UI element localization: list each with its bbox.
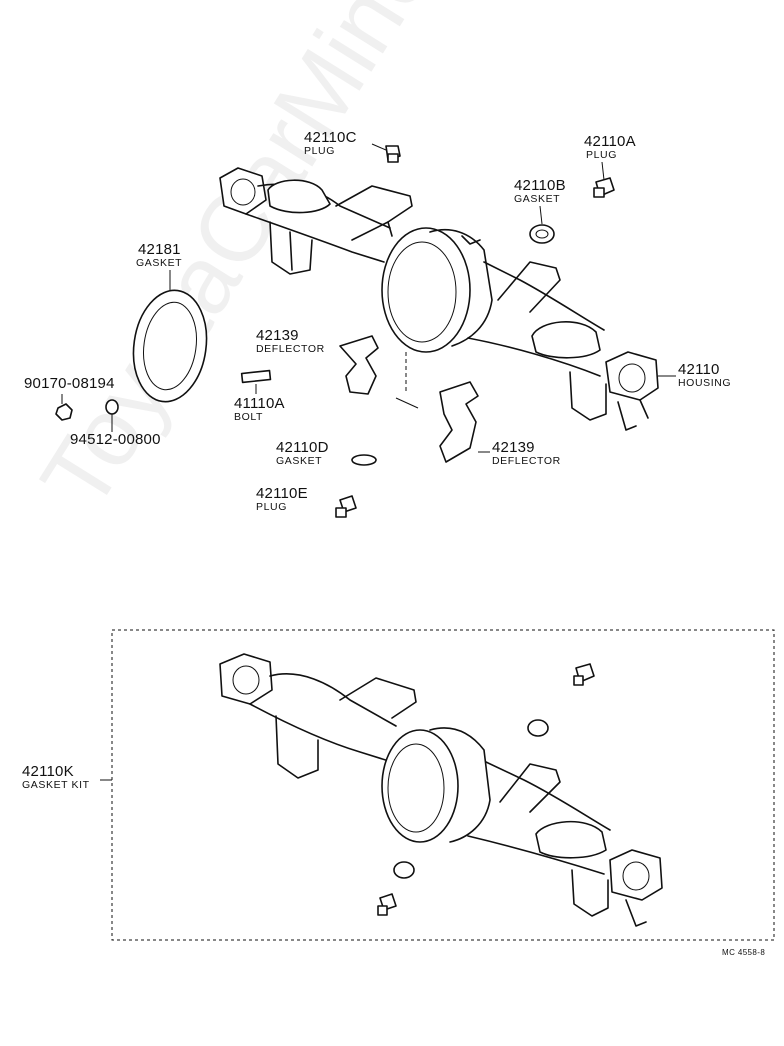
plug-42110A-drawing — [593, 177, 615, 198]
label-41110A-name: BOLT — [234, 411, 264, 423]
label-42110E-number: 42110E — [256, 485, 308, 502]
label-42139a-name: DEFLECTOR — [256, 343, 325, 355]
plug-42110E-drawing — [335, 495, 357, 518]
label-42110K-number: 42110K — [22, 763, 74, 780]
gasket-kit-ring-drawing — [527, 719, 549, 737]
gasket-kit-box — [111, 629, 775, 941]
label-42139a-number: 42139 — [256, 327, 299, 344]
label-42181-number: 42181 — [138, 241, 181, 258]
deflector-42139-upper-drawing — [339, 335, 379, 395]
label-42110C-number: 42110C — [304, 129, 357, 146]
deflector-42139-lower-drawing — [439, 381, 479, 463]
label-90170-number: 90170-08194 — [24, 375, 115, 392]
label-42139b-number: 42139 — [492, 439, 535, 456]
label-42110B-number: 42110B — [514, 177, 566, 194]
diagram-reference-code: MC 4558-8 — [722, 948, 766, 957]
label-41110A-number: 41110A — [234, 395, 285, 412]
axle-housing-lower — [219, 653, 663, 927]
gasket-42110B-drawing — [529, 224, 555, 244]
label-42110B-name: GASKET — [514, 193, 561, 205]
label-42110A-name: PLUG — [586, 149, 617, 161]
bolt-41110A-drawing — [240, 369, 272, 384]
axle-housing-upper — [219, 167, 659, 431]
gasket-42110D-drawing — [351, 454, 377, 466]
label-42110-number: 42110 — [678, 361, 720, 378]
label-42110A-number: 42110A — [584, 133, 636, 150]
plug-42110C-drawing — [385, 145, 401, 163]
gasket-42181-drawing — [132, 289, 208, 403]
label-42110C-name: PLUG — [304, 145, 335, 157]
label-94512-number: 94512-00800 — [70, 431, 161, 448]
gasket-kit-ring2-drawing — [393, 861, 415, 879]
label-42139b-name: DEFLECTOR — [492, 455, 561, 467]
label-42181-name: GASKET — [136, 257, 183, 269]
label-42110-name: HOUSING — [678, 377, 732, 389]
washer-94512-drawing — [105, 399, 119, 415]
label-42110D-number: 42110D — [276, 439, 329, 456]
label-42110E-name: PLUG — [256, 501, 287, 513]
nut-90170-drawing — [55, 403, 73, 421]
label-42110K-name: GASKET KIT — [22, 779, 90, 791]
label-42110D-name: GASKET — [276, 455, 323, 467]
